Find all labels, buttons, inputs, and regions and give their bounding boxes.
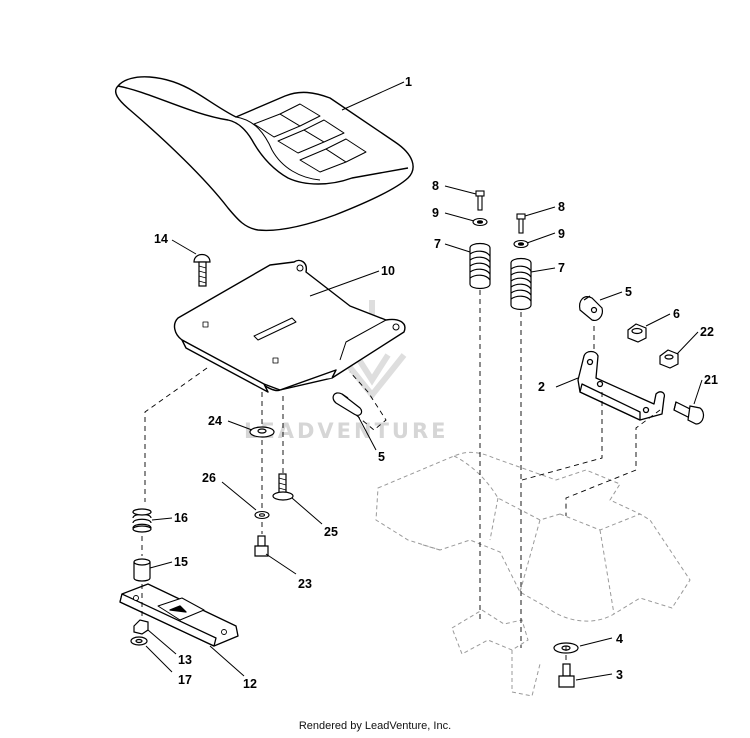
bolt-8-left: [475, 190, 485, 211]
spring-7-left: [469, 242, 491, 290]
washer-17: [130, 636, 148, 646]
seat: [114, 76, 414, 232]
callout-15: 15: [174, 555, 188, 569]
callout-25: 25: [324, 525, 338, 539]
bolt-3: [558, 663, 575, 688]
callout-4: 4: [616, 632, 623, 646]
spacer-15: [133, 558, 151, 582]
callout-26: 26: [202, 471, 216, 485]
washer-26: [254, 510, 270, 520]
watermark-text: LEADVENTURE: [244, 419, 448, 443]
callout-5-clip: 5: [625, 285, 632, 299]
callout-9-right: 9: [558, 227, 565, 241]
washer-9-left: [472, 217, 488, 227]
bracket-2: [577, 350, 666, 421]
callout-24: 24: [208, 414, 222, 428]
callout-23: 23: [298, 577, 312, 591]
spring-clip: [579, 295, 603, 321]
carriage-bolt: [193, 253, 211, 287]
bolt-23: [254, 535, 269, 557]
spring-7-right: [510, 257, 532, 311]
callout-7-left: 7: [434, 237, 441, 251]
nut-13: [133, 619, 149, 635]
callout-12: 12: [243, 677, 257, 691]
nut-6: [627, 323, 647, 343]
tractor-frame: [375, 451, 691, 697]
callout-17: 17: [178, 673, 192, 687]
callout-14: 14: [154, 232, 168, 246]
callout-5-hinge: 5: [378, 450, 385, 464]
callout-22: 22: [700, 325, 714, 339]
callout-1: 1: [405, 75, 412, 89]
callout-21: 21: [704, 373, 718, 387]
hinge-clip: [332, 392, 363, 416]
washer-9-right: [513, 239, 529, 249]
callout-6: 6: [673, 307, 680, 321]
callout-7-right: 7: [558, 261, 565, 275]
alignment-lines: [141, 290, 661, 660]
watermark: LEADVENTURE: [244, 300, 448, 443]
callout-8-right: 8: [558, 200, 565, 214]
callout-8-left: 8: [432, 179, 439, 193]
washer-24: [249, 426, 275, 438]
nut-22: [659, 349, 679, 369]
callout-2: 2: [538, 380, 545, 394]
bolt-8-right: [516, 213, 526, 234]
callout-10: 10: [381, 264, 395, 278]
callout-13: 13: [178, 653, 192, 667]
footer-credit: Rendered by LeadVenture, Inc.: [298, 720, 452, 732]
callout-3: 3: [616, 668, 623, 682]
callout-16: 16: [174, 511, 188, 525]
callout-9-left: 9: [432, 206, 439, 220]
callout-leaders: [145, 81, 703, 681]
callout-labels: 1 2 3 4 5 5 6 7 7 8 8 9 9 10 12 13 14 15…: [154, 75, 718, 691]
seat-plate: [173, 259, 406, 393]
spring-16: [132, 508, 152, 533]
bolt-21: [673, 401, 705, 425]
bolt-25: [272, 473, 294, 501]
pivot-bracket: [119, 583, 239, 647]
